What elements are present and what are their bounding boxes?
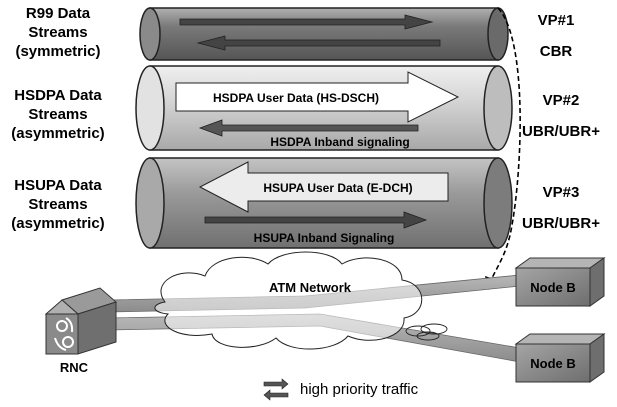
r99-arrow-left [196, 35, 441, 51]
node-b-top-label: Node B [530, 280, 576, 295]
stream-label-hsupa-line3: (asymmetric) [11, 215, 104, 232]
stream-label-r99-line3: (symmetric) [15, 43, 100, 60]
pipe-hsdpa: HSDPA User Data (HS-DSCH) HSDPA Inband s… [135, 65, 513, 151]
stream-label-hsupa-line2: Streams [28, 196, 87, 213]
hsupa-user-data-label: HSUPA User Data (E-DCH) [263, 181, 412, 195]
hsdpa-user-data-label: HSDPA User Data (HS-DSCH) [213, 91, 379, 105]
rnc-icon [54, 317, 74, 351]
stream-label-r99: R99 Data Streams (symmetric) [15, 5, 100, 60]
stream-label-hsupa-line1: HSUPA Data [14, 177, 102, 194]
pipe-hsupa: HSUPA User Data (E-DCH) HSUPA Inband Sig… [135, 157, 513, 249]
stream-label-r99-line2: Streams [28, 24, 87, 41]
hsupa-signaling-label: HSUPA Inband Signaling [254, 231, 395, 245]
stream-label-hsupa: HSUPA Data Streams (asymmetric) [11, 177, 104, 232]
vp2-class: UBR/UBR+ [522, 123, 600, 140]
stream-label-hsdpa-line3: (asymmetric) [11, 125, 104, 142]
hsupa-user-data-arrow [198, 161, 449, 213]
hsdpa-signaling-label: HSDPA Inband signaling [270, 135, 409, 149]
node-b-bottom: Node B [514, 333, 606, 383]
rnc-label: RNC [60, 360, 89, 375]
vp1-id: VP#1 [538, 12, 575, 29]
stream-label-hsdpa-line1: HSDPA Data [14, 87, 102, 104]
stream-label-r99-line1: R99 Data [26, 5, 91, 22]
pipe-r99 [139, 7, 509, 61]
vp1-class: CBR [540, 43, 573, 60]
vp3-class: UBR/UBR+ [522, 215, 600, 232]
legend-bidirectional-arrow-icon [263, 378, 289, 401]
hsdpa-user-data-arrow [175, 71, 460, 123]
stream-label-hsdpa: HSDPA Data Streams (asymmetric) [11, 87, 104, 142]
legend: high priority traffic [263, 378, 419, 401]
hsdpa-signaling-arrow [198, 119, 419, 137]
node-b-bottom-label: Node B [530, 356, 576, 371]
atm-network-label: ATM Network [269, 280, 352, 295]
node-b-top: Node B [514, 257, 606, 307]
legend-label: high priority traffic [300, 381, 419, 398]
atm-network-cloud: ATM Network [154, 251, 448, 350]
rnc-device: RNC [44, 287, 117, 375]
vp2-id: VP#2 [543, 92, 580, 109]
stream-label-hsdpa-line2: Streams [28, 106, 87, 123]
vp3-id: VP#3 [543, 184, 580, 201]
r99-arrow-right [179, 14, 434, 30]
hsupa-signaling-arrow [204, 211, 428, 229]
